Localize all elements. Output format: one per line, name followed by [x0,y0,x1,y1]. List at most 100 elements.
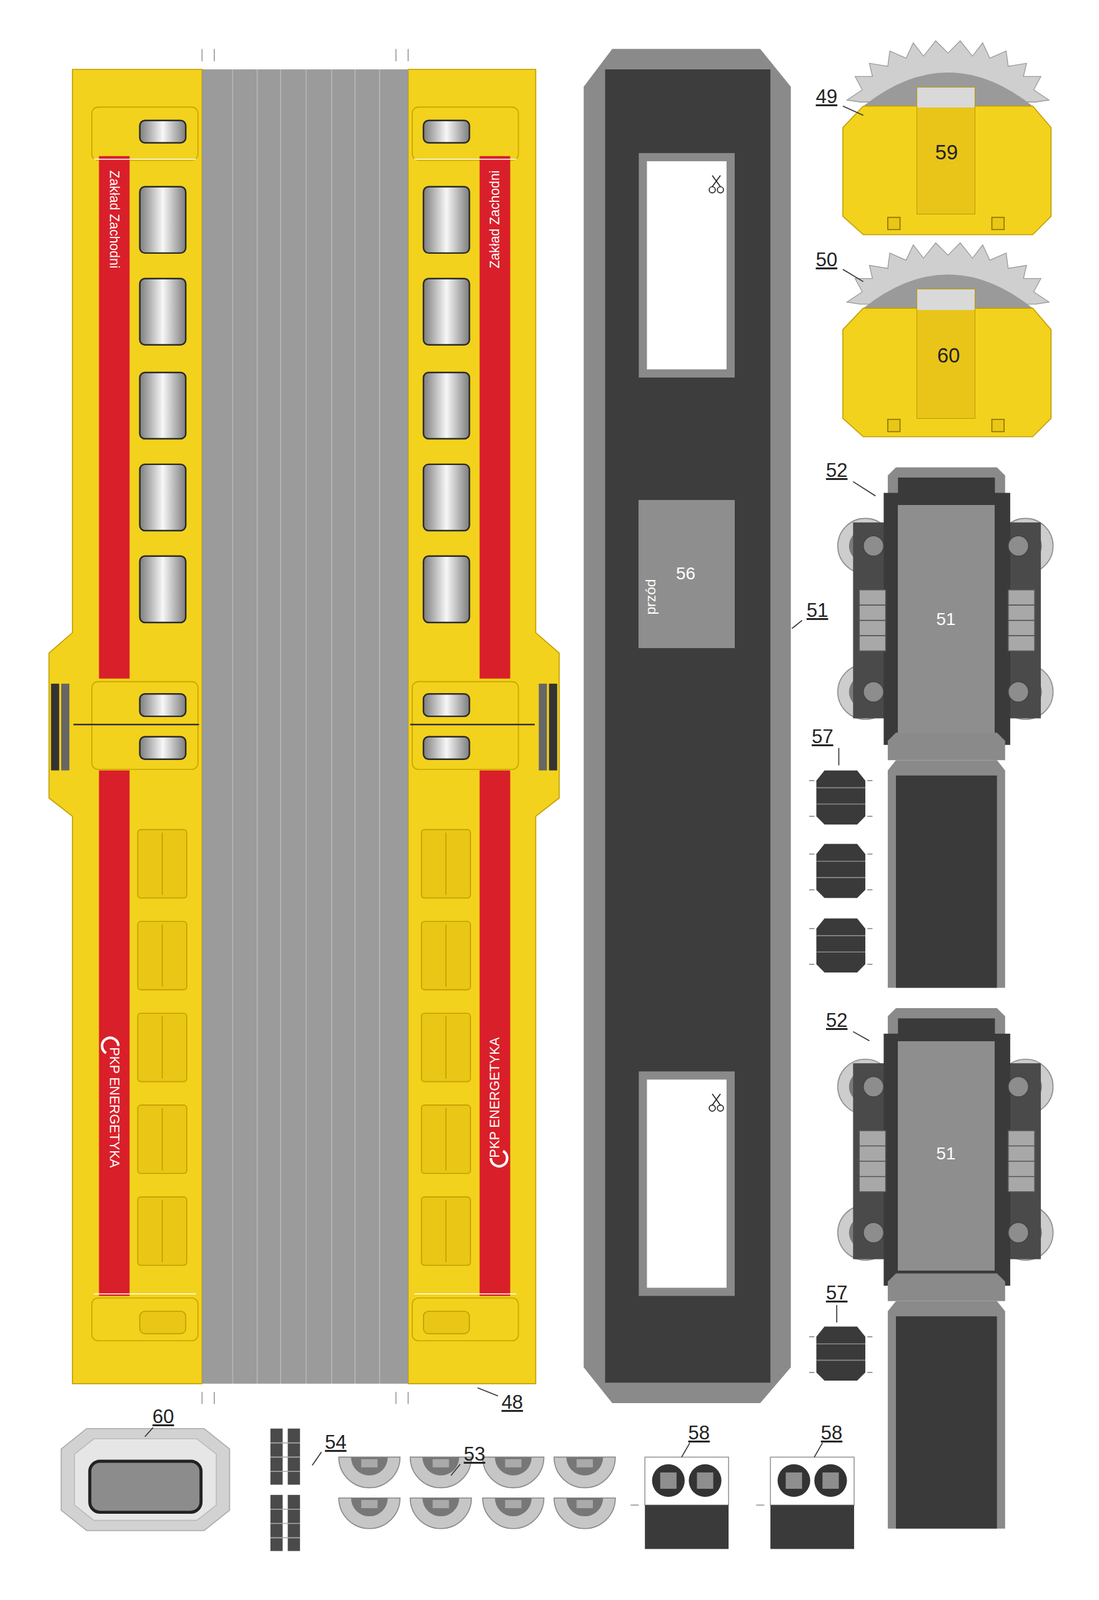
roof-piece [717,186,724,194]
part-number-box: 59 [916,86,976,215]
side-panels [410,723,535,725]
leader-lines [814,1442,823,1458]
side-inscription: Zakład Zachodni [106,170,122,269]
small-parts [410,1497,472,1529]
side-panels [139,186,186,254]
side-panels [423,1310,470,1334]
bogies [809,770,873,825]
small-parts [61,1428,230,1531]
leader-lines [144,1427,154,1437]
part-number-box: 60 [916,288,976,418]
side-panels [414,1292,517,1294]
small-parts [270,1494,300,1551]
side-panels [73,723,200,725]
part-number: 60 [937,344,960,367]
callout-number: 50 [815,249,838,271]
end-walls [842,243,1051,437]
small-parts [270,1428,300,1485]
bogies [809,1325,873,1381]
leader-lines [681,1442,690,1458]
side-panels [305,69,307,1384]
side-panels [98,770,130,1296]
side-panels [423,464,470,531]
side-panels [479,770,511,1296]
small-parts [554,1497,616,1529]
side-panels [48,48,560,1404]
leader-lines [477,1387,498,1396]
bogie-plate: 51 [897,504,995,733]
side-panels [421,920,471,990]
callout-number: 51 [806,599,829,622]
part-number: 51 [936,1143,956,1163]
side-panels [137,1104,187,1173]
callout-number: 57 [811,726,834,748]
side-panels [331,69,333,1384]
side-panels [423,736,470,760]
side-panels [407,48,409,62]
leader-lines [835,1304,838,1323]
bogie-plate: 51 [897,1040,995,1271]
side-panels [538,683,547,771]
side-inscription: PKP ENERGETYKA [487,1036,502,1158]
roof-piece [712,175,721,187]
side-panels [137,920,187,990]
side-panels [93,158,196,160]
side-panels [423,120,470,144]
callout-number: 57 [825,1282,848,1304]
leader-lines [451,1463,461,1476]
side-panels [139,464,186,531]
side-panels [139,372,186,439]
side-panels [479,156,511,679]
small-parts [61,1428,855,1551]
roof-piece [709,186,716,194]
end-walls [842,40,1051,437]
side-panels [232,69,234,1384]
side-panels [139,736,186,760]
side-panels [412,1297,519,1341]
small-parts [338,1497,400,1529]
side-panels [421,1012,471,1081]
side-panels [139,120,186,144]
leader-lines [144,106,876,1476]
side-panels [423,556,470,623]
side-panels [423,186,470,254]
small-parts [482,1456,545,1487]
bogies [809,467,1053,1529]
roof-piece [712,1093,721,1105]
side-panels [98,156,130,679]
side-panels [423,693,470,717]
side-panels [137,829,187,898]
small-parts [482,1497,545,1529]
side-panels [407,1391,409,1404]
bogies [837,1007,1054,1529]
roof-piece [646,1079,727,1288]
callout-number: 58 [820,1422,843,1444]
side-panels [421,1196,471,1265]
side-panels [139,556,186,623]
roof-piece [638,1070,735,1296]
part-number: 59 [935,141,958,164]
small-parts [755,1456,855,1549]
roof-piece [709,1104,716,1111]
roof-piece [605,69,771,1383]
side-panels [256,69,259,1384]
side-inscription: Zakład Zachodni [487,170,502,269]
side-panels [91,1297,199,1341]
bogies [809,917,873,973]
side-panels [279,69,282,1384]
leader-lines [838,747,840,766]
roof-piece [646,161,727,370]
leader-lines [852,481,876,497]
side-inscription: PKP ENERGETYKA [106,1047,122,1168]
callout-number: 52 [825,1009,848,1031]
small-parts [74,1438,217,1521]
side-panels [407,69,560,1384]
side-panels [412,681,519,770]
roof-piece [638,153,735,378]
side-panels [423,278,470,345]
side-panels [201,1391,204,1404]
callout-number: 52 [825,459,848,482]
end-walls [842,40,1051,235]
